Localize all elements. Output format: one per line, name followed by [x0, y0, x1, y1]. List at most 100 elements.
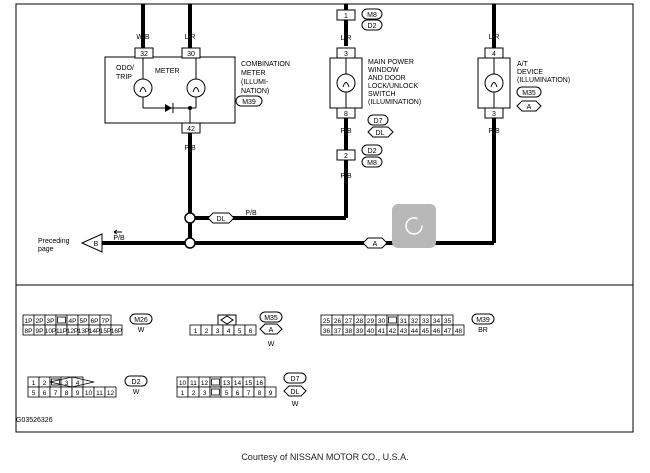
m39-row2-pin: 46	[433, 328, 441, 335]
d2-row2-pin: 8	[65, 390, 69, 397]
switch-wire-lower: P/B	[340, 173, 352, 180]
svg-text:DEVICE: DEVICE	[517, 69, 543, 76]
switch-conn-mid2: DL	[376, 130, 385, 137]
d7-row2-cell	[264, 386, 277, 398]
at-device: L/R 4 3 P/B A/T DEVICE (ILLUMINATION) M3…	[477, 4, 570, 243]
m35-color: W	[268, 341, 275, 348]
d2-row2-pin: 12	[107, 390, 115, 397]
m39-row1-pin: 25	[323, 318, 331, 325]
switch-conn-top2: D2	[368, 23, 377, 30]
meter-wire-left: W/B	[136, 34, 150, 41]
m26-row2-pin: 16P	[111, 328, 123, 335]
m35-row-pin: 2	[205, 328, 209, 335]
d7-row2-pin: 5	[225, 390, 229, 397]
m39-row2-pin: 36	[323, 328, 331, 335]
d7-row2-pin: 8	[258, 390, 262, 397]
d2-row2-pin: 10	[85, 390, 93, 397]
m35-key-icon	[220, 315, 234, 325]
svg-text:MAIN POWER: MAIN POWER	[368, 59, 414, 66]
svg-text:(ILLUMI-: (ILLUMI-	[241, 79, 269, 86]
switch-top-conn-pin: 1	[344, 13, 348, 20]
m39-row2-cell	[452, 324, 465, 336]
at-flag: A	[527, 104, 532, 111]
svg-text:NATION): NATION)	[241, 88, 269, 95]
switch-conn-top: M8	[367, 12, 377, 19]
meter-pin-left-box	[134, 47, 154, 59]
m39-row2-pin: 41	[378, 328, 386, 335]
m26-row2-cell	[110, 324, 123, 336]
m39-row1-pin: 29	[367, 318, 375, 325]
preceding-arrow-icon	[80, 233, 103, 253]
svg-text:(ILLUMINATION): (ILLUMINATION)	[517, 77, 570, 84]
switch-conn-lower2: M8	[367, 160, 377, 167]
d2-row2-pin: 7	[54, 390, 58, 397]
d7-row2-pin: 9	[269, 390, 273, 397]
m39-row1-pin: 35	[444, 318, 452, 325]
m26-row1-pin: 5P	[80, 318, 88, 325]
m39-row1-pin: 31	[400, 318, 408, 325]
switch-pin-bottom: 8	[344, 111, 348, 118]
svg-text:SWITCH: SWITCH	[368, 91, 396, 98]
at-flag-shape	[516, 100, 542, 112]
m39-row1-pin: 34	[433, 318, 441, 325]
m35-row-cell	[244, 324, 257, 336]
m26-name: M26	[134, 317, 148, 324]
m39-row1-key-icon	[388, 316, 397, 324]
m26-row1-pin: 2P	[36, 318, 44, 325]
m35-flag: A	[269, 327, 274, 334]
m35-row-pin: 4	[227, 328, 231, 335]
d7-row1-pin: 11	[190, 380, 197, 387]
switch-wire-mid: P/B	[340, 128, 352, 135]
m39-row2-pin: 45	[422, 328, 430, 335]
meter-label-odo: ODO/	[116, 65, 134, 72]
lower-flag-shape	[362, 237, 388, 249]
switch-wire-top: L/R	[341, 35, 352, 42]
switch-conn-lower1-tag	[361, 144, 383, 156]
d7-flag-shape	[283, 385, 307, 397]
direction-arrow-icon	[113, 229, 122, 235]
d7-row2-pin: 3	[203, 390, 207, 397]
at-pin-top: 4	[492, 51, 496, 58]
m39-color: BR	[478, 327, 488, 334]
preceding-wire: P/B	[113, 235, 125, 242]
m35-name: M35	[264, 315, 278, 322]
m26-row2-pin: 13P	[78, 328, 90, 335]
m39-row2-pin: 40	[367, 328, 375, 335]
upper-flag-shape	[207, 212, 235, 224]
d2-tag	[124, 375, 148, 387]
m39-tag	[471, 313, 495, 325]
main-switch: 1 M8 D2 L/R 3 8 P/B D7 DL 2 D2 M8 P/B MA…	[329, 4, 421, 218]
m26-row1-key-icon	[57, 316, 66, 324]
m26-row2-pin: 12P	[67, 328, 79, 335]
d2-row1-pin: 1	[32, 380, 36, 387]
d2-row1-pin: 4	[76, 380, 80, 387]
d7-tag	[283, 372, 307, 384]
m39-row1-pin: 28	[356, 318, 364, 325]
diagram-frame	[15, 3, 634, 433]
svg-text:AND DOOR: AND DOOR	[368, 75, 406, 82]
m39-row1-pin: 27	[345, 318, 353, 325]
d2-row2-cell	[104, 386, 117, 398]
preceding-label-2: page	[38, 246, 54, 253]
m26-row2-pin: 10P	[45, 328, 57, 335]
meter-pin-bottom: 42	[187, 126, 195, 133]
m35-row-pin: 3	[216, 328, 220, 335]
switch-top-conn-pin-box	[336, 9, 356, 21]
m39-row1-pin: 32	[411, 318, 419, 325]
m39-row1-pin: 30	[378, 318, 386, 325]
d7-row1-pin: 15	[245, 380, 253, 387]
d7-row1-pin: 13	[223, 380, 231, 387]
m26-row1-pin: 6P	[91, 318, 99, 325]
m39-row1-pin: 33	[422, 318, 430, 325]
m26-row2-pin: 9P	[36, 328, 44, 335]
m35-tag	[259, 311, 283, 323]
m39-row2-pin: 43	[400, 328, 408, 335]
at-wire-bottom: P/B	[488, 128, 500, 135]
d2-key-icon	[49, 376, 95, 388]
d7-row1-pin: 10	[179, 380, 187, 387]
d2-row2-pin: 11	[96, 390, 103, 397]
m26-row2-pin: 8P	[25, 328, 33, 335]
m39-row2-pin: 39	[356, 328, 364, 335]
d7-row1-pin: 12	[201, 380, 209, 387]
